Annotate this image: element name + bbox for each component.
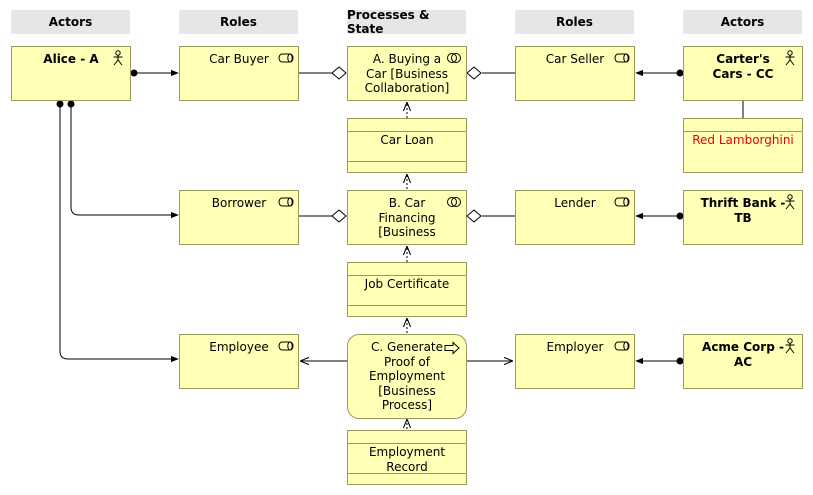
connector-dot [67,100,75,108]
aggregation-diamond [331,209,347,223]
object-employment-record[interactable]: Employment Record [347,430,467,485]
collaboration-car-financing-label: B. Car Financing [Business [378,196,436,239]
object-red-lamborghini[interactable]: Red Lamborghini [683,118,803,173]
collaboration-icon [447,197,461,207]
column-header-actors-left: Actors [11,10,130,34]
assignment-alice-employee[interactable] [59,104,179,363]
process-generate-proof-label: C. Generate Proof of Employment [Busines… [368,340,446,412]
role-icon [614,341,630,351]
object-header-line [348,131,466,132]
role-icon [614,197,630,207]
actor-acme-corp[interactable]: Acme Corp - AC [683,334,803,389]
role-lender[interactable]: Lender [515,190,635,245]
role-icon [278,197,294,207]
object-job-certificate[interactable]: Job Certificate [347,262,467,317]
collaboration-buying-car-label: A. Buying a Car [Business Collaboration] [364,52,450,95]
actor-icon [785,194,795,210]
collaboration-icon [447,53,461,63]
connector-dot [676,212,684,220]
object-car-loan[interactable]: Car Loan [347,118,467,173]
actor-acme-corp-label: Acme Corp - AC [702,340,784,369]
object-red-lamborghini-label: Red Lamborghini [692,133,794,147]
actor-carters-cars-label: Carter's Cars - CC [712,52,774,81]
object-employment-record-label: Employment Record [368,445,446,474]
object-job-certificate-label: Job Certificate [364,277,450,291]
aggregation-diamond [466,66,482,80]
object-footer-line [348,161,466,162]
role-lender-label: Lender [554,196,596,210]
connector-dot [130,69,138,77]
object-header-line [348,443,466,444]
process-generate-proof[interactable]: C. Generate Proof of Employment [Busines… [347,334,467,419]
role-car-seller[interactable]: Car Seller [515,46,635,101]
actor-alice[interactable]: Alice - A [11,46,131,101]
role-car-seller-label: Car Seller [545,52,605,66]
column-header-roles-right: Roles [515,10,634,34]
connector-dot [676,357,684,365]
column-header-processes: Processes & State [347,8,466,36]
role-employer-label: Employer [546,340,604,354]
aggregation-diamond [466,209,482,223]
role-car-buyer[interactable]: Car Buyer [179,46,299,101]
actor-icon [113,50,123,66]
object-footer-line [348,473,466,474]
role-employer[interactable]: Employer [515,334,635,389]
role-employee[interactable]: Employee [179,334,299,389]
actor-carters-cars[interactable]: Carter's Cars - CC [683,46,803,101]
role-icon [614,53,630,63]
actor-icon [785,50,795,66]
column-header-actors-right: Actors [683,10,802,34]
actor-thrift-bank-label: Thrift Bank - TB [700,196,786,225]
role-borrower[interactable]: Borrower [179,190,299,245]
process-arrow-icon [444,341,460,355]
aggregation-diamond [331,66,347,80]
object-footer-line [348,305,466,306]
collaboration-car-financing[interactable]: B. Car Financing [Business [347,190,467,245]
connector-dot [676,69,684,77]
connector-dot [56,100,64,108]
assignment-alice-borrower[interactable] [70,104,179,219]
object-header-line [684,131,802,132]
role-icon [278,53,294,63]
collaboration-buying-car[interactable]: A. Buying a Car [Business Collaboration] [347,46,467,101]
column-header-roles-left: Roles [179,10,298,34]
object-car-loan-label: Car Loan [380,133,434,147]
actor-thrift-bank[interactable]: Thrift Bank - TB [683,190,803,245]
actor-alice-label: Alice - A [43,52,99,66]
role-car-buyer-label: Car Buyer [209,52,269,66]
actor-icon [785,338,795,354]
object-header-line [348,275,466,276]
role-borrower-label: Borrower [211,196,267,210]
role-icon [278,341,294,351]
role-employee-label: Employee [209,340,269,354]
